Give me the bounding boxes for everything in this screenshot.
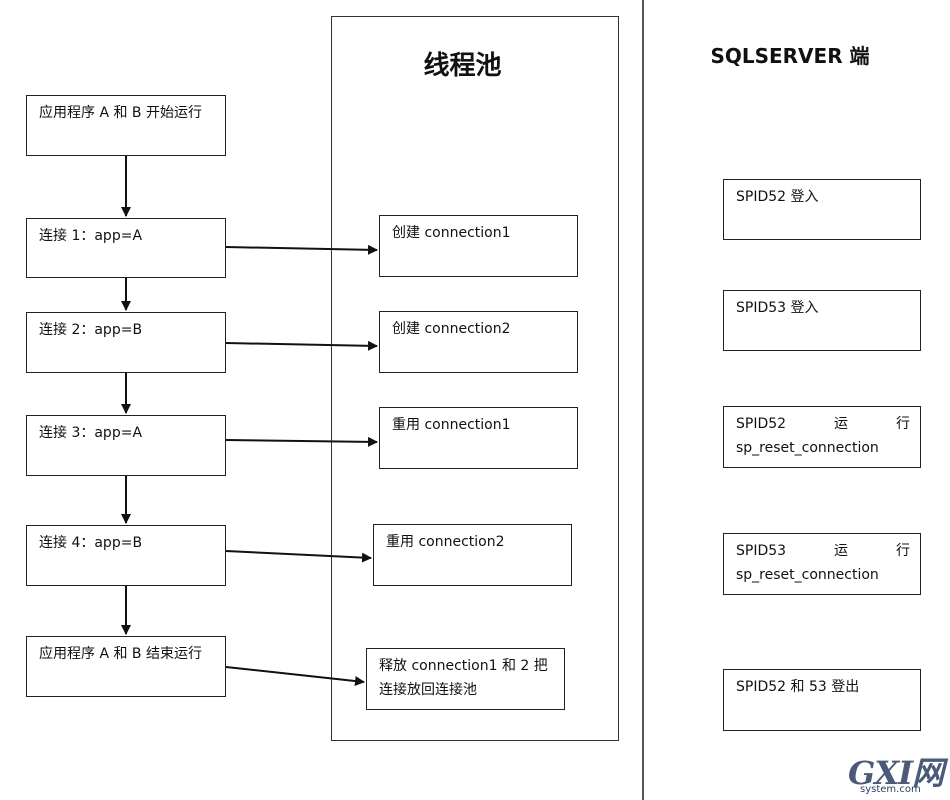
pool-create-connection2-label: 创建 connection2 — [392, 321, 511, 337]
server-spid53-reset: SPID53 运 行 sp_reset_connection — [723, 533, 921, 595]
server-spid52-login: SPID52 登入 — [723, 179, 921, 240]
server-spid52-reset-proc: sp_reset_connection — [736, 440, 879, 456]
column-divider — [642, 0, 644, 800]
site-watermark-logo: GXI网 system.com — [848, 748, 948, 800]
pool-release-connections: 释放 connection1 和 2 把连接放回连接池 — [366, 648, 565, 710]
server-spid53-reset-spid: SPID53 — [736, 543, 787, 559]
server-spid53-login: SPID53 登入 — [723, 290, 921, 351]
watermark-sub-text: system.com — [860, 784, 921, 795]
pool-create-connection2: 创建 connection2 — [379, 311, 578, 373]
server-spid52-reset-verb1: 运 — [834, 416, 849, 432]
step-app-end: 应用程序 A 和 B 结束运行 — [26, 636, 226, 697]
server-spid53-login-label: SPID53 登入 — [736, 300, 819, 316]
thread-pool-frame — [331, 16, 619, 741]
server-spid53-reset-verb1: 运 — [834, 543, 849, 559]
step-app-end-label: 应用程序 A 和 B 结束运行 — [39, 646, 202, 662]
server-spid52-reset-line1: SPID52 运 行 — [736, 412, 910, 436]
server-spid-logout: SPID52 和 53 登出 — [723, 669, 921, 731]
step-connect-4: 连接 4：app=B — [26, 525, 226, 586]
step-connect-1-label: 连接 1：app=A — [39, 228, 143, 244]
server-spid53-reset-verb2: 行 — [896, 543, 910, 559]
step-app-start-label: 应用程序 A 和 B 开始运行 — [39, 105, 202, 121]
arrow-connect4-to-reuse2 — [225, 550, 372, 563]
pool-create-connection1-label: 创建 connection1 — [392, 225, 511, 241]
pool-reuse-connection2: 重用 connection2 — [373, 524, 572, 586]
server-spid52-login-label: SPID52 登入 — [736, 189, 819, 205]
thread-pool-title: 线程池 — [423, 51, 502, 81]
server-spid52-reset: SPID52 运 行 sp_reset_connection — [723, 406, 921, 468]
server-spid-logout-label: SPID52 和 53 登出 — [736, 679, 860, 695]
pool-reuse-connection1-label: 重用 connection1 — [392, 417, 511, 433]
server-spid53-reset-proc: sp_reset_connection — [736, 567, 879, 583]
step-connect-2: 连接 2：app=B — [26, 312, 226, 373]
step-app-start: 应用程序 A 和 B 开始运行 — [26, 95, 226, 156]
watermark-main-text: GXI网 — [848, 754, 944, 792]
pool-reuse-connection1: 重用 connection1 — [379, 407, 578, 469]
server-spid52-reset-spid: SPID52 — [736, 416, 787, 432]
server-spid52-reset-verb2: 行 — [896, 416, 910, 432]
arrow-connect3-to-reuse1 — [225, 436, 378, 447]
step-connect-3: 连接 3：app=A — [26, 415, 226, 476]
step-connect-4-label: 连接 4：app=B — [39, 535, 143, 551]
pool-reuse-connection2-label: 重用 connection2 — [386, 534, 505, 550]
arrow-connect2-to-create2 — [225, 340, 378, 351]
step-connect-1: 连接 1：app=A — [26, 218, 226, 278]
step-connect-2-label: 连接 2：app=B — [39, 322, 143, 338]
arrow-end-to-release — [225, 666, 365, 686]
pool-create-connection1: 创建 connection1 — [379, 215, 578, 277]
sqlserver-title: SQLSERVER 端 — [710, 44, 870, 68]
step-connect-3-label: 连接 3：app=A — [39, 425, 143, 441]
pool-release-connections-label: 释放 connection1 和 2 把连接放回连接池 — [379, 658, 548, 698]
server-spid53-reset-line1: SPID53 运 行 — [736, 539, 910, 563]
arrow-connect1-to-create1 — [225, 244, 378, 255]
